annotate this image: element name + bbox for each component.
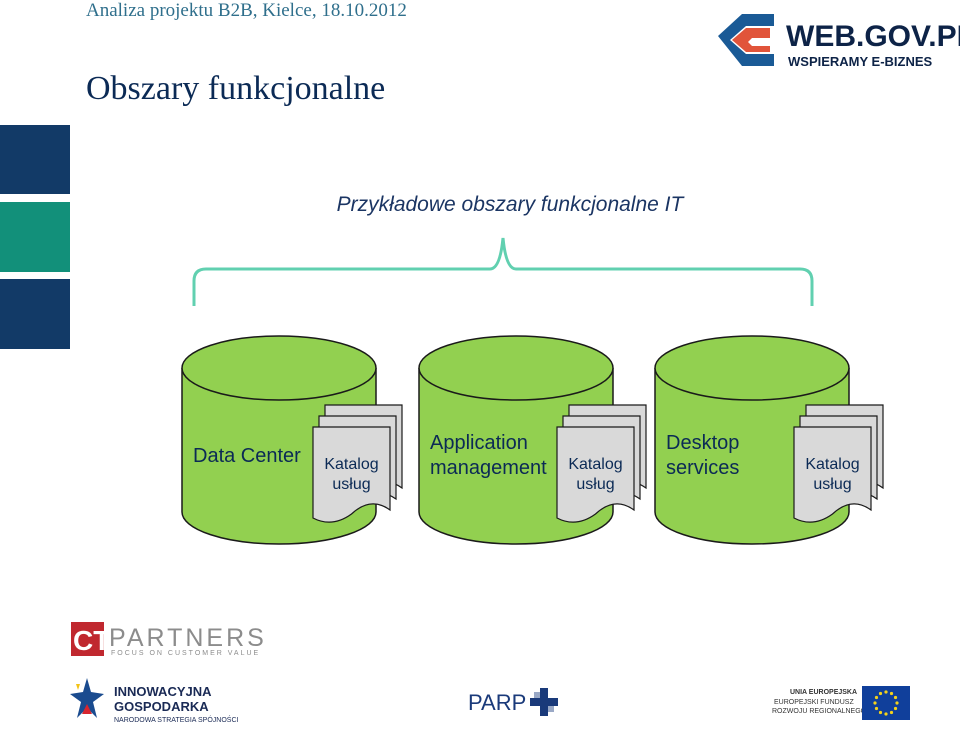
webgov-tagline: WSPIERAMY E-BIZNES bbox=[788, 54, 933, 69]
eu-line3: ROZWOJU REGIONALNEGO bbox=[772, 708, 867, 715]
sidebar-block-1 bbox=[0, 125, 70, 194]
eu-star-icon bbox=[895, 701, 899, 705]
eu-star-icon bbox=[893, 695, 898, 700]
eu-star-icon bbox=[893, 706, 898, 711]
area-name-line: management bbox=[430, 457, 547, 479]
webgov-name: WEB.GOV.PL bbox=[786, 20, 960, 53]
parp-name: PARP bbox=[468, 690, 526, 715]
catalog-line: Katalog bbox=[805, 456, 860, 473]
header-meeting-info: Analiza projektu B2B, Kielce, 18.10.2012 bbox=[86, 0, 407, 21]
ctpartners-name: PARTNERS bbox=[109, 624, 267, 652]
area-name-3: Desktop services bbox=[666, 431, 739, 481]
eu-star-icon bbox=[878, 710, 883, 715]
area-name-line: Application bbox=[430, 432, 528, 454]
catalog-line: Katalog bbox=[568, 456, 623, 473]
area-name-1: Data Center bbox=[193, 444, 301, 469]
ctpartners-tagline: FOCUS ON CUSTOMER VALUE bbox=[111, 650, 260, 657]
service-catalog-doc-3 bbox=[793, 404, 884, 523]
eu-star-icon bbox=[874, 706, 879, 711]
catalog-line: usług bbox=[813, 476, 852, 493]
eu-star-icon bbox=[884, 690, 888, 694]
eu-star-icon bbox=[873, 701, 877, 705]
area-name-2: Application management bbox=[430, 431, 547, 481]
service-catalog-doc-2 bbox=[556, 404, 647, 523]
webgov-mark-icon bbox=[718, 14, 774, 66]
eu-star-icon bbox=[874, 695, 879, 700]
area-name-line: services bbox=[666, 457, 740, 479]
sidebar-block-3 bbox=[0, 279, 70, 349]
grouping-bracket bbox=[192, 237, 814, 306]
eu-star-icon bbox=[884, 712, 888, 716]
innowacyjna-line3: NARODOWA STRATEGIA SPÓJNOŚCI bbox=[114, 715, 239, 724]
eu-star-icon bbox=[889, 710, 894, 715]
eu-star-icon bbox=[889, 691, 894, 696]
catalog-line: usług bbox=[332, 476, 371, 493]
eu-star-icon bbox=[878, 691, 883, 696]
innowacyjna-star-icon bbox=[70, 678, 104, 726]
eu-line2: EUROPEJSKI FUNDUSZ bbox=[774, 699, 854, 706]
sidebar-block-2 bbox=[0, 202, 70, 272]
innowacyjna-line2: GOSPODARKA bbox=[114, 699, 209, 714]
webgov-logo: WEB.GOV.PL WSPIERAMY E-BIZNES bbox=[712, 10, 960, 74]
service-catalog-label-2: Katalog usług bbox=[557, 455, 634, 495]
service-catalog-doc-1 bbox=[312, 404, 403, 523]
ctpartners-logo: CT PARTNERS FOCUS ON CUSTOMER VALUE bbox=[71, 622, 271, 658]
diagram-subtitle: Przykładowe obszary funkcjonalne IT bbox=[336, 193, 684, 216]
diagram-canvas bbox=[181, 237, 884, 545]
eu-line1: UNIA EUROPEJSKA bbox=[790, 689, 857, 696]
service-catalog-label-3: Katalog usług bbox=[794, 455, 871, 495]
eu-fund-logo: UNIA EUROPEJSKA EUROPEJSKI FUNDUSZ ROZWO… bbox=[770, 684, 918, 724]
catalog-line: Katalog bbox=[324, 456, 379, 473]
innowacyjna-gospodarka-logo: INNOWACYJNA GOSPODARKA NARODOWA STRATEGI… bbox=[70, 674, 240, 728]
service-catalog-label-1: Katalog usług bbox=[313, 455, 390, 495]
ctpartners-ct: CT bbox=[73, 625, 110, 656]
slide-title: Obszary funkcjonalne bbox=[86, 70, 386, 107]
parp-logo: PARP bbox=[468, 684, 568, 720]
area-name-line: Data Center bbox=[193, 445, 301, 467]
catalog-line: usług bbox=[576, 476, 615, 493]
area-name-line: Desktop bbox=[666, 432, 740, 454]
innowacyjna-line1: INNOWACYJNA bbox=[114, 684, 212, 699]
parp-mark-icon bbox=[530, 688, 558, 716]
